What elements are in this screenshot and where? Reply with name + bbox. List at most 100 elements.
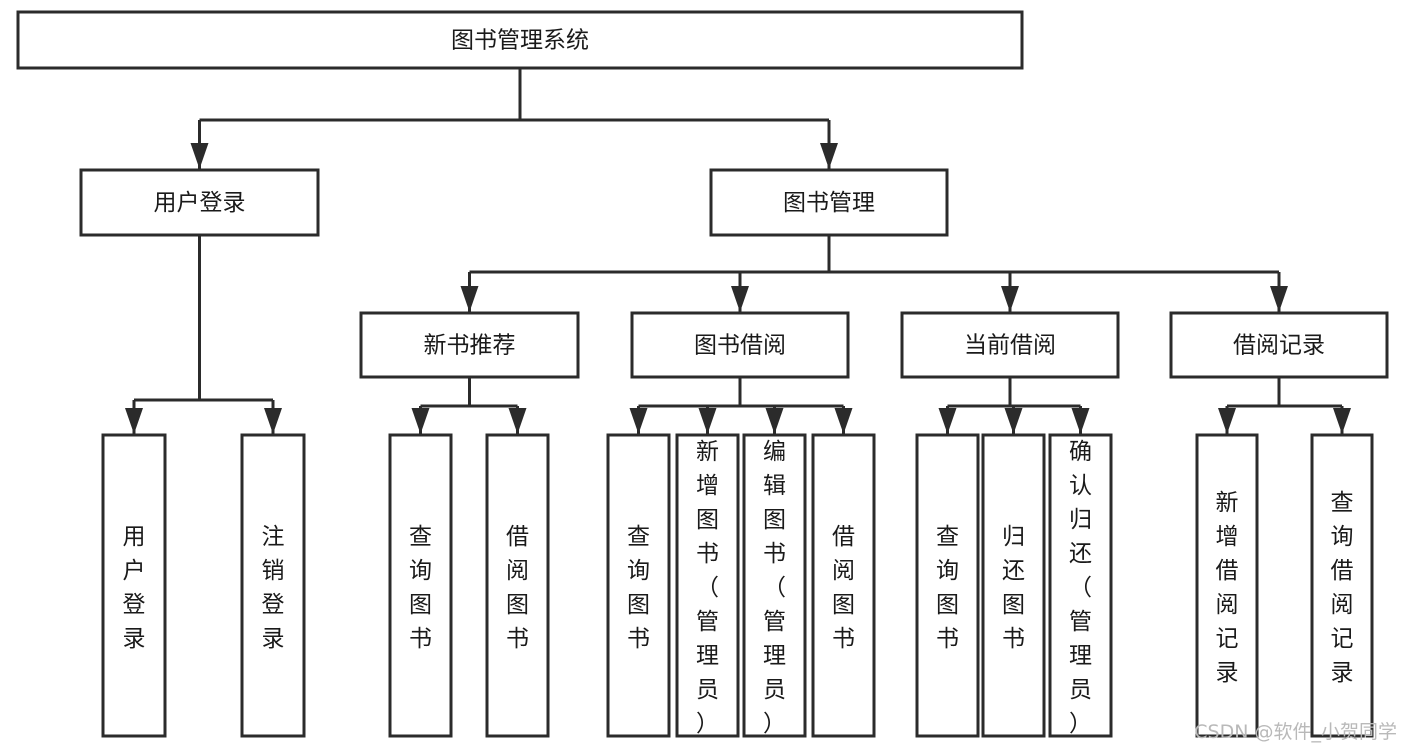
- node-label-leaf-user-login-char: 用: [123, 524, 146, 550]
- node-label-leaf-user-login-char: 登: [123, 592, 146, 618]
- node-current-borrow[interactable]: 当前借阅: [900, 311, 1120, 379]
- node-label-leaf-confirm-return-char: 还: [1069, 541, 1092, 567]
- node-label-leaf-borrow-book-1-char: 阅: [506, 558, 529, 584]
- node-box-root[interactable]: [16, 10, 1024, 70]
- node-label-leaf-query-record-char: 录: [1331, 660, 1354, 686]
- node-box-leaf-user-login[interactable]: [101, 433, 167, 738]
- node-label-leaf-edit-book-char: 理: [763, 643, 786, 669]
- arrow-head: [460, 286, 479, 312]
- node-label-leaf-query-book-2-char: 询: [627, 558, 650, 584]
- node-label-leaf-borrow-book-2-char: 阅: [832, 558, 855, 584]
- arrow-head: [411, 408, 430, 434]
- node-label-book-borrow: 图书借阅: [694, 333, 786, 359]
- node-box-leaf-return-book[interactable]: [981, 433, 1046, 738]
- arrow-head: [820, 143, 838, 169]
- node-book-manage[interactable]: 图书管理: [709, 168, 949, 237]
- node-label-leaf-return-book-char: 归: [1002, 524, 1025, 550]
- node-box-leaf-confirm-return[interactable]: [1048, 433, 1113, 738]
- node-label-current-borrow: 当前借阅: [964, 333, 1056, 359]
- node-box-new-book-rec[interactable]: [359, 311, 580, 379]
- node-box-borrow-record[interactable]: [1169, 311, 1389, 379]
- arrow-head: [765, 408, 784, 434]
- node-root[interactable]: 图书管理系统: [16, 10, 1024, 70]
- node-label-leaf-borrow-book-1-char: 图: [506, 592, 529, 618]
- node-label-leaf-confirm-return-char: 员: [1069, 677, 1092, 703]
- node-new-book-rec[interactable]: 新书推荐: [359, 311, 580, 379]
- node-label-leaf-query-book-3-char: 查: [936, 524, 959, 550]
- arrow-head: [698, 408, 717, 434]
- node-label-leaf-confirm-return-char: 管: [1069, 609, 1092, 635]
- node-box-leaf-borrow-book-2[interactable]: [811, 433, 876, 738]
- arrow-head: [264, 408, 282, 434]
- node-user-login[interactable]: 用户登录: [79, 168, 320, 237]
- arrow-head: [1270, 286, 1288, 312]
- node-label-leaf-logout-char: 录: [262, 626, 285, 652]
- node-label-leaf-borrow-book-2-char: 图: [832, 592, 855, 618]
- node-box-current-borrow[interactable]: [900, 311, 1120, 379]
- node-label-leaf-query-book-1-char: 询: [409, 558, 432, 584]
- node-label-leaf-edit-book-char: 编: [763, 439, 786, 465]
- node-box-leaf-query-book-3[interactable]: [915, 433, 980, 738]
- node-book-borrow[interactable]: 图书借阅: [630, 311, 850, 379]
- node-label-leaf-logout-char: 销: [262, 558, 285, 584]
- node-box-user-login[interactable]: [79, 168, 320, 237]
- node-leaf-user-login[interactable]: 用户登录: [101, 433, 167, 738]
- node-label-new-book-rec: 新书推荐: [424, 333, 516, 359]
- node-box-leaf-query-book-1[interactable]: [388, 433, 453, 738]
- edge-layer: [125, 68, 1351, 434]
- node-box-leaf-edit-book[interactable]: [742, 433, 807, 738]
- node-label-leaf-borrow-book-1-char: 借: [506, 524, 529, 550]
- node-label-leaf-query-record-char: 查: [1331, 490, 1354, 516]
- node-label-leaf-confirm-return-char: 理: [1069, 643, 1092, 669]
- node-label-leaf-add-record-char: 借: [1216, 558, 1239, 584]
- node-label-leaf-add-book-char: 员: [696, 677, 719, 703]
- node-label-leaf-edit-book-char: 辑: [763, 473, 786, 499]
- arrow-head: [1001, 286, 1019, 312]
- node-label-leaf-user-login-char: 户: [123, 558, 146, 584]
- node-label-leaf-add-record-char: 录: [1216, 660, 1239, 686]
- arrow-head: [1004, 408, 1023, 434]
- node-label-leaf-query-book-3-char: 书: [936, 626, 959, 652]
- arrow-head: [731, 286, 749, 312]
- node-label-root: 图书管理系统: [451, 28, 589, 54]
- node-label-leaf-logout-char: 注: [262, 524, 285, 550]
- node-label-leaf-confirm-return-char: 认: [1069, 473, 1092, 499]
- node-label-leaf-query-book-1-char: 查: [409, 524, 432, 550]
- node-label-leaf-query-book-3-char: 图: [936, 592, 959, 618]
- node-label-leaf-query-book-3-char: 询: [936, 558, 959, 584]
- node-label-leaf-return-book-char: 图: [1002, 592, 1025, 618]
- node-box-leaf-add-book[interactable]: [675, 433, 740, 738]
- node-label-leaf-query-book-1-char: 书: [409, 626, 432, 652]
- node-box-leaf-query-book-2[interactable]: [606, 433, 671, 738]
- node-borrow-record[interactable]: 借阅记录: [1169, 311, 1389, 379]
- node-box-book-manage[interactable]: [709, 168, 949, 237]
- node-label-leaf-add-book-char: 增: [696, 473, 719, 499]
- node-label-leaf-add-record-char: 新: [1216, 490, 1239, 516]
- arrow-head: [1071, 408, 1090, 434]
- node-box-leaf-borrow-book-1[interactable]: [485, 433, 550, 738]
- node-label-leaf-user-login-char: 录: [123, 626, 146, 652]
- node-label-leaf-confirm-return-char: 确: [1069, 439, 1092, 465]
- node-label-leaf-borrow-book-2-char: 书: [832, 626, 855, 652]
- node-label-leaf-query-book-2-char: 图: [627, 592, 650, 618]
- node-box-leaf-add-record[interactable]: [1195, 433, 1259, 738]
- node-box-leaf-query-record[interactable]: [1310, 433, 1374, 738]
- node-box-book-borrow[interactable]: [630, 311, 850, 379]
- node-label-leaf-confirm-return-char: 归: [1069, 507, 1092, 533]
- node-label-leaf-query-book-2-char: 书: [627, 626, 650, 652]
- node-box-leaf-logout[interactable]: [240, 433, 306, 738]
- node-label-leaf-logout-char: 登: [262, 592, 285, 618]
